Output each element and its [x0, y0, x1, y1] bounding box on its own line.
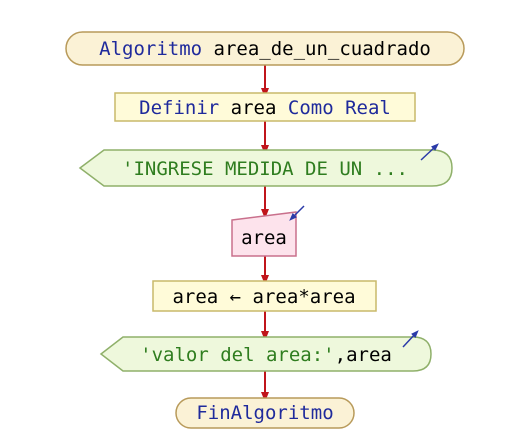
assign-expression: area ← area*area [172, 286, 355, 308]
start-terminal[interactable]: Algoritmo area_de_un_cuadrado [65, 31, 465, 66]
define-process-label: Definir area Como Real [139, 97, 391, 119]
output-arrow-icon [420, 143, 439, 161]
output-result-text: 'valor del area:',area [140, 344, 392, 366]
keyword-definir: Definir [139, 97, 219, 119]
output-prompt-text: 'INGRESE MEDIDA DE UN ... [122, 158, 408, 180]
start-terminal-label: Algoritmo area_de_un_cuadrado [99, 38, 431, 60]
input-arrow-icon [289, 205, 305, 221]
end-terminal[interactable]: FinAlgoritmo [175, 397, 355, 429]
input-read-variable: area [241, 227, 287, 249]
keyword-como-real: Como Real [288, 97, 391, 119]
assign-process[interactable]: area ← area*area [152, 280, 377, 312]
define-process[interactable]: Definir area Como Real [114, 92, 416, 122]
end-terminal-label: FinAlgoritmo [196, 402, 333, 424]
output-result-string: 'valor del area:' [140, 344, 334, 366]
input-read[interactable]: area [231, 205, 305, 257]
output-result[interactable]: 'valor del area:',area [99, 330, 432, 372]
algorithm-name: area_de_un_cuadrado [202, 38, 431, 60]
keyword-algoritmo: Algoritmo [99, 38, 202, 60]
variable-area: area [219, 97, 288, 119]
output-result-variable: ,area [335, 344, 392, 366]
output-arrow-icon-2 [402, 330, 419, 348]
output-prompt[interactable]: 'INGRESE MEDIDA DE UN ... [78, 143, 453, 187]
